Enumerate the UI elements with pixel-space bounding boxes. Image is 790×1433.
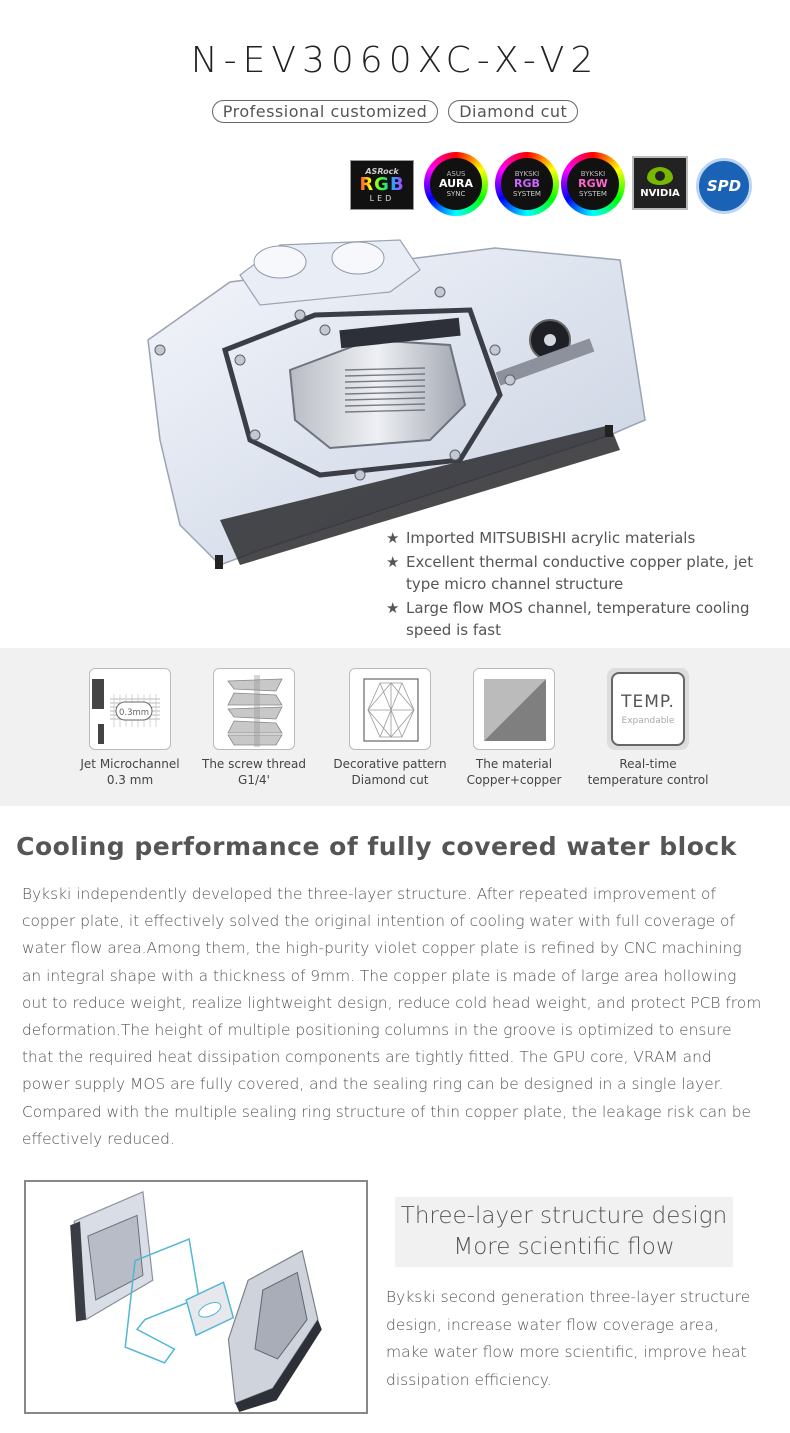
temp-icon: TEMP. Expandable [607, 668, 689, 750]
spec-icon-band: 0.3mm Jet Microchannel 0.3 mm The [0, 648, 790, 806]
diamond-icon [349, 668, 431, 750]
spec-decorative-pattern: Decorative pattern Diamond cut [325, 668, 455, 788]
feature-item: ★Excellent thermal conductive copper pla… [386, 553, 754, 593]
nvidia-eye-icon [647, 167, 673, 185]
microchannel-label: 0.3mm [119, 708, 149, 718]
product-title: N-EV3060XC-X-V2 [190, 40, 600, 81]
star-icon: ★ [386, 529, 400, 547]
exploded-structure-image [24, 1180, 368, 1414]
bykski-rgb-system-logo: BYKSKI RGB SYSTEM [495, 152, 559, 216]
feature-item: ★Large flow MOS channel, temperature coo… [386, 599, 750, 639]
star-icon: ★ [386, 599, 400, 617]
cooling-heading: Cooling performance of fully covered wat… [16, 832, 737, 861]
three-layer-heading: Three-layer structure design More scient… [395, 1197, 733, 1267]
spd-logo: SPD [696, 158, 752, 214]
tag-professional-customized: Professional customized [211, 100, 439, 123]
spec-material: The material Copper+copper [449, 668, 579, 788]
water-block-product-image [147, 239, 646, 569]
nvidia-logo: NVIDIA [632, 156, 688, 210]
spec-screw-thread: The screw thread G1/4' [189, 668, 319, 788]
screw-thread-icon [213, 668, 295, 750]
spec-temperature: TEMP. Expandable Real-time temperature c… [583, 668, 713, 788]
asus-aura-sync-logo: ASUS AURA SYNC [424, 152, 488, 216]
star-icon: ★ [386, 553, 400, 571]
bykski-rgw-system-logo: BYKSKI RGW SYSTEM [561, 152, 625, 216]
feature-item: ★Imported MITSUBISHI acrylic materials [386, 529, 696, 547]
feature-list: ★Imported MITSUBISHI acrylic materials ★… [386, 527, 776, 643]
spec-jet-microchannel: 0.3mm Jet Microchannel 0.3 mm [65, 668, 195, 788]
tag-diamond-cut: Diamond cut [448, 100, 579, 123]
compatibility-logos: ASRock RGB LED ASUS AURA SYNC BYKSKI RGB… [350, 152, 760, 216]
microchannel-icon: 0.3mm [89, 668, 171, 750]
cooling-description: Bykski independently developed the three… [22, 885, 762, 1148]
three-layer-description: Bykski second generation three-layer str… [386, 1288, 751, 1389]
tag-pills: Professional customized Diamond cut [0, 100, 790, 123]
copper-material-icon [473, 668, 555, 750]
asrock-rgb-led-logo: ASRock RGB LED [350, 160, 414, 210]
